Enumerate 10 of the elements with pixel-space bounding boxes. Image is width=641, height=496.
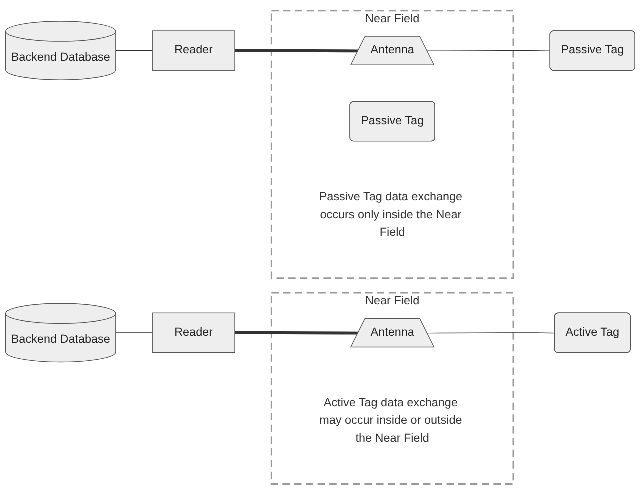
connector: [235, 50, 358, 54]
node-box: Reader: [152, 313, 236, 354]
node-box: Reader: [152, 31, 236, 72]
node-label: Active Tag data exchange may occur inside or outside the Near Field: [320, 397, 462, 446]
connector: [235, 332, 358, 336]
node-label: Passive Tag data exchange occurs only inside the Near Field: [319, 192, 463, 240]
connector: [427, 333, 556, 334]
connector: [116, 50, 153, 52]
connector: [427, 50, 551, 52]
connector: [116, 333, 153, 334]
